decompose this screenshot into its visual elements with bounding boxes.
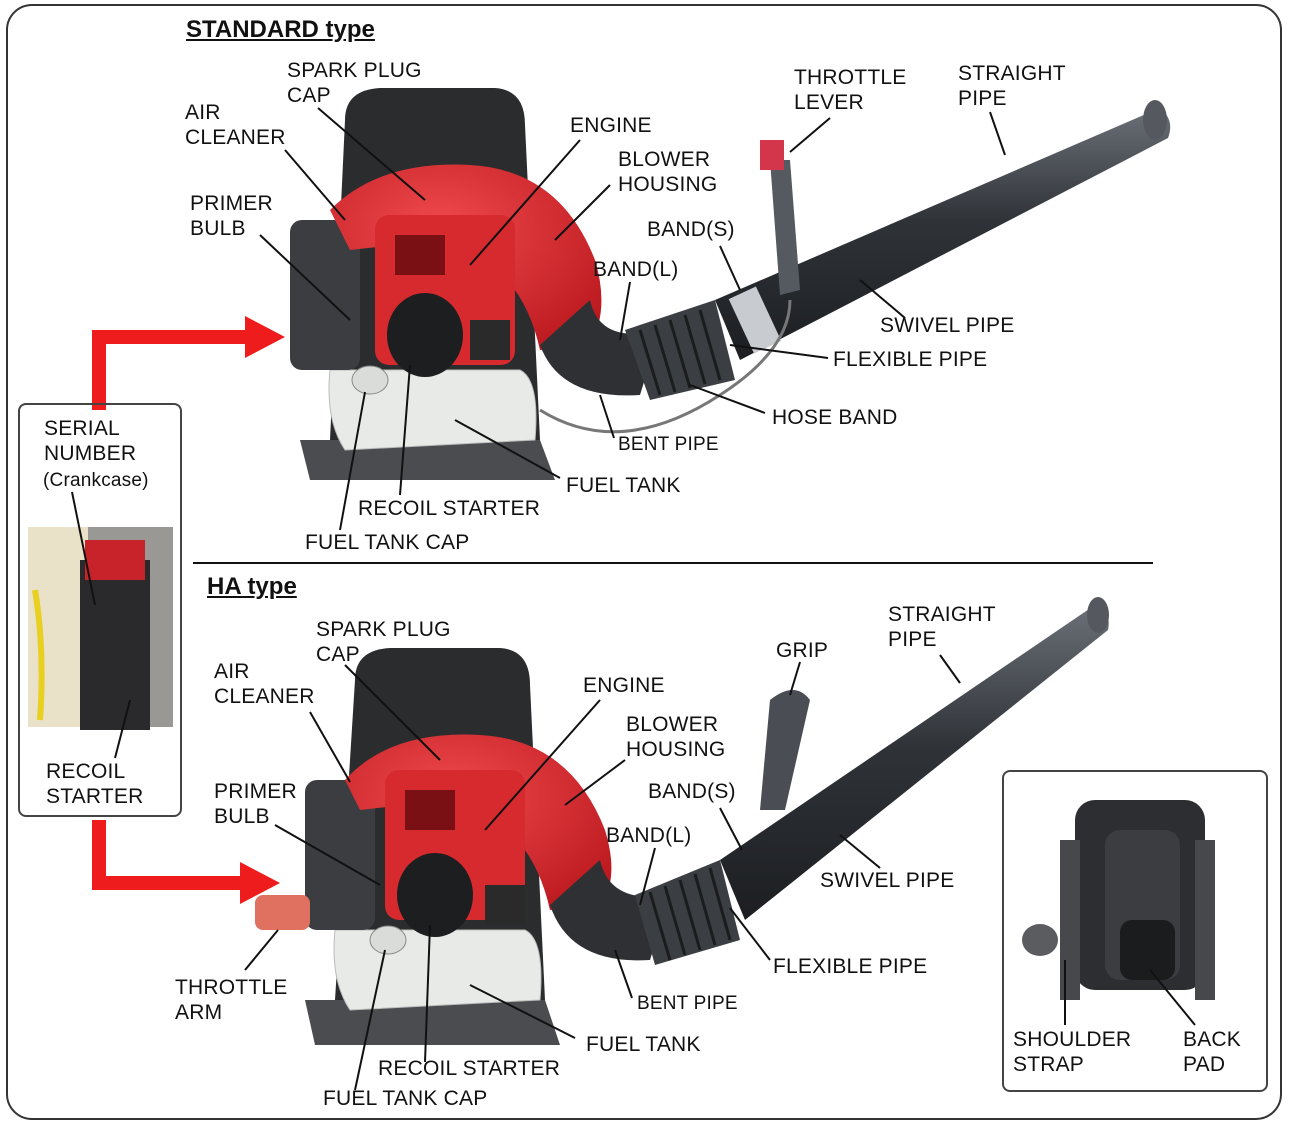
standard-blower-unit <box>290 88 1171 480</box>
serial-leader-line <box>71 491 96 606</box>
ha-flexible-pipe <box>635 860 740 965</box>
std-label-recoil-starter: RECOIL STARTER <box>358 497 541 520</box>
ha-label-band-s: BAND(S) <box>648 780 736 803</box>
std-label-fuel-tank-cap: FUEL TANK CAP <box>305 531 470 554</box>
std-label-band-s: BAND(S) <box>647 218 735 241</box>
std-label-throttle-lever: THROTTLE LEVER <box>794 66 907 114</box>
serial-number-label: SERIAL NUMBER <box>44 417 137 465</box>
arrow-to-standard <box>92 316 285 410</box>
ha-label-swivel-pipe: SWIVEL PIPE <box>820 869 955 892</box>
std-label-band-l: BAND(L) <box>593 258 679 281</box>
crankcase-label: (Crankcase) <box>43 470 149 491</box>
ha-type-heading: HA type <box>207 573 297 600</box>
ha-label-grip: GRIP <box>776 639 829 662</box>
ha-blower-unit <box>255 597 1109 1045</box>
standard-leader-lines <box>259 107 1006 531</box>
std-label-spark-plug-cap: SPARK PLUG CAP <box>287 59 422 107</box>
ha-label-fuel-tank-cap: FUEL TANK CAP <box>323 1087 488 1110</box>
std-label-flexible-pipe: FLEXIBLE PIPE <box>833 348 988 371</box>
figure-frame <box>6 4 1282 1120</box>
back-pad-label: BACK PAD <box>1183 1028 1241 1076</box>
ha-label-recoil-starter: RECOIL STARTER <box>378 1057 561 1080</box>
arrow-to-ha <box>92 820 280 904</box>
ha-label-throttle-arm: THROTTLE ARM <box>175 976 288 1024</box>
std-label-swivel-pipe: SWIVEL PIPE <box>880 314 1015 337</box>
ha-label-band-l: BAND(L) <box>606 824 692 847</box>
std-label-air-cleaner: AIR CLEANER <box>185 101 286 149</box>
shoulder-strap-label: SHOULDER STRAP <box>1013 1028 1132 1076</box>
ha-label-blower-housing: BLOWER HOUSING <box>626 713 726 761</box>
std-label-primer-bulb: PRIMER BULB <box>190 192 273 240</box>
std-label-fuel-tank: FUEL TANK <box>566 474 681 497</box>
std-label-bent-pipe: BENT PIPE <box>618 434 719 455</box>
std-label-hose-band: HOSE BAND <box>772 406 898 429</box>
ha-label-straight-pipe: STRAIGHT PIPE <box>888 603 996 651</box>
ha-label-air-cleaner: AIR CLEANER <box>214 660 315 708</box>
panel-recoil-starter-label: RECOIL STARTER <box>46 760 144 808</box>
back-view-panel <box>1002 770 1268 1092</box>
backpad-leader-line <box>1149 969 1196 1026</box>
serial-number-photo <box>28 527 173 730</box>
recoil-leader-line <box>114 699 131 759</box>
std-label-blower-housing: BLOWER HOUSING <box>618 148 718 196</box>
std-label-engine: ENGINE <box>570 114 652 137</box>
ha-label-engine: ENGINE <box>583 674 665 697</box>
ha-label-primer-bulb: PRIMER BULB <box>214 780 297 828</box>
std-label-straight-pipe: STRAIGHT PIPE <box>958 62 1066 110</box>
ha-leader-lines <box>244 654 961 1091</box>
serial-number-panel <box>18 403 182 817</box>
ha-label-flexible-pipe: FLEXIBLE PIPE <box>773 955 928 978</box>
ha-label-fuel-tank: FUEL TANK <box>586 1033 701 1056</box>
standard-flexible-pipe <box>625 300 735 400</box>
standard-type-heading: STANDARD type <box>186 16 375 43</box>
ha-label-bent-pipe: BENT PIPE <box>637 993 738 1014</box>
ha-label-spark-plug-cap: SPARK PLUG CAP <box>316 618 451 666</box>
